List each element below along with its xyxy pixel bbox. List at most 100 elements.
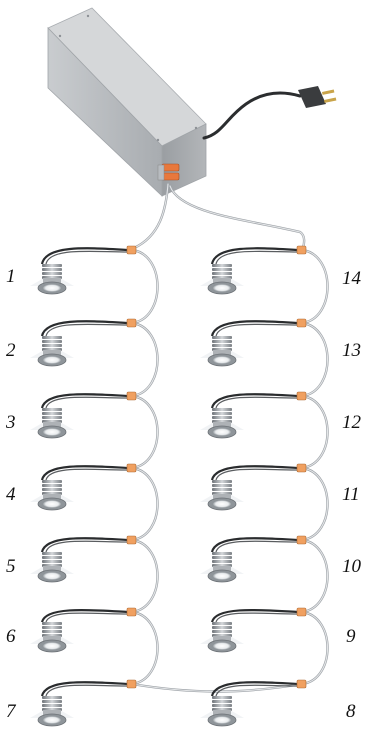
loop-cable-right-4-highlight — [301, 467, 329, 541]
heatsink-fin — [212, 630, 232, 633]
lead-right-7 — [210, 681, 299, 697]
lead-left-1 — [40, 247, 129, 265]
feed-cable-right — [168, 184, 306, 250]
light-lens — [43, 356, 61, 364]
lead-left-7 — [40, 681, 129, 697]
downlight-right-1 — [200, 264, 244, 295]
heatsink-fin — [212, 552, 232, 555]
heatsink-fin — [42, 630, 62, 633]
lead-right-5-b — [215, 540, 299, 553]
light-label-13: 13 — [342, 340, 361, 361]
lead-right-7-b — [215, 684, 299, 697]
downlight-right-2 — [200, 336, 244, 367]
downlight-left-3 — [30, 408, 74, 439]
lead-right-2-b — [215, 323, 299, 337]
connector-right-4 — [296, 463, 307, 473]
light-label-11: 11 — [342, 484, 360, 505]
loop-cable-left-4-highlight — [131, 467, 159, 541]
connector-right-7 — [296, 679, 307, 689]
connector-right-1 — [296, 245, 307, 255]
heatsink-fin — [212, 264, 232, 267]
light-label-14: 14 — [342, 268, 361, 289]
lead-right-3-b — [215, 396, 299, 409]
heatsink-fin — [212, 408, 232, 411]
connector-left-6 — [126, 607, 137, 617]
light-lens — [43, 284, 61, 292]
heatsink-fin — [42, 344, 62, 347]
light-lens — [213, 572, 231, 580]
heatsink-fin — [42, 560, 62, 563]
heatsink-fin — [212, 696, 232, 699]
downlight-left-5 — [30, 552, 74, 583]
heatsink-fin — [212, 272, 232, 275]
heatsink-fin — [42, 412, 62, 415]
lead-left-3 — [40, 393, 129, 409]
heatsink-fin — [42, 622, 62, 625]
loop-cable-left-6-highlight — [131, 611, 159, 685]
heatsink-fin — [42, 272, 62, 275]
lead-left-2 — [40, 320, 129, 337]
heatsink-fin — [42, 626, 62, 629]
downlight-right-3 — [200, 408, 244, 439]
downlight-left-1 — [30, 264, 74, 295]
heatsink-fin — [212, 556, 232, 559]
lead-left-6-b — [45, 612, 129, 623]
heatsink-fin — [212, 626, 232, 629]
light-label-1: 1 — [6, 266, 16, 287]
lead-left-4 — [40, 465, 129, 481]
lead-right-1 — [210, 247, 299, 265]
lead-left-2-b — [45, 323, 129, 337]
loop-cable-left-3 — [130, 394, 159, 470]
downlight-left-6 — [30, 622, 74, 653]
light-lens — [43, 716, 61, 724]
lead-right-4 — [210, 465, 299, 481]
heatsink-fin — [42, 408, 62, 411]
loop-cable-right-2-highlight — [301, 322, 329, 397]
heatsink-fin — [212, 700, 232, 703]
heatsink-fin — [42, 416, 62, 419]
light-label-8: 8 — [346, 701, 356, 722]
link-cable-7-8-highlight — [131, 683, 303, 693]
loop-cable-right-5 — [300, 538, 329, 614]
connector-left-1 — [126, 245, 137, 255]
lead-right-5 — [210, 537, 299, 553]
loop-cable-left-2 — [130, 321, 159, 398]
loop-cable-right-1-highlight — [301, 249, 329, 324]
light-label-2: 2 — [6, 340, 16, 361]
light-label-7: 7 — [6, 701, 16, 722]
feed-cable-left-highlight — [133, 183, 169, 249]
heatsink-fin — [212, 416, 232, 419]
heatsink-fin — [42, 704, 62, 707]
downlights — [30, 264, 244, 727]
loop-cable-left-6 — [130, 610, 159, 686]
connector-left-5 — [126, 535, 137, 545]
loop-cable-left-4 — [130, 466, 159, 542]
downlight-left-2 — [30, 336, 74, 367]
heatsink-fin — [212, 560, 232, 563]
connector-right-5 — [296, 535, 307, 545]
heatsink-fin — [42, 340, 62, 343]
heatsink-fin — [42, 480, 62, 483]
lead-right-2 — [210, 320, 299, 337]
loop-cable-right-2 — [300, 321, 329, 398]
light-label-9: 9 — [346, 626, 356, 647]
driver-box — [47, 7, 207, 197]
power-plug — [298, 86, 337, 108]
heatsink-fin — [212, 622, 232, 625]
connector-left-7 — [126, 679, 137, 689]
loop-cable-left-1-highlight — [131, 249, 159, 324]
light-label-12: 12 — [342, 412, 361, 433]
loop-cable-right-6-highlight — [301, 611, 329, 685]
light-lens — [213, 428, 231, 436]
loop-cable-right-1 — [300, 248, 329, 325]
downlight-right-7 — [200, 696, 244, 727]
terminal-block — [157, 163, 180, 181]
downlight-left-7 — [30, 696, 74, 727]
downlight-left-4 — [30, 480, 74, 511]
power-cord — [202, 91, 302, 140]
loop-cable-left-3-highlight — [131, 395, 159, 469]
heatsink-fin — [212, 484, 232, 487]
light-lens — [213, 356, 231, 364]
heatsink-fin — [212, 336, 232, 339]
